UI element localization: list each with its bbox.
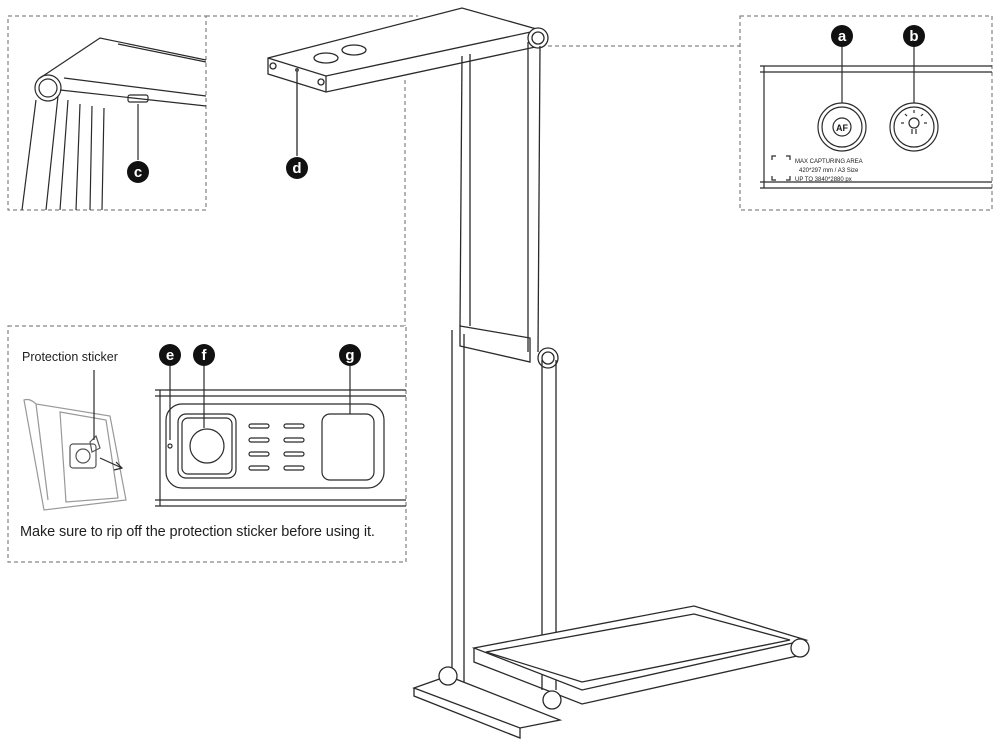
badge-g-circle bbox=[339, 344, 361, 366]
badge-b-circle bbox=[903, 25, 925, 47]
badge-e-circle bbox=[159, 344, 181, 366]
document-camera-stand bbox=[267, 7, 810, 739]
label-f: f bbox=[202, 347, 208, 364]
label-c: c bbox=[134, 164, 142, 181]
label-a: a bbox=[838, 28, 847, 45]
label-e: e bbox=[166, 347, 174, 364]
max-capturing-area-text: MAX CAPTURING AREA bbox=[795, 159, 863, 165]
caption-text: Make sure to rip off the protection stic… bbox=[20, 524, 375, 540]
detail-box-ab: AF MAX CAPTURING AREA 420*297 mm / A3 Si… bbox=[739, 15, 993, 211]
detail-box-c bbox=[7, 15, 207, 211]
badge-f-circle bbox=[193, 344, 215, 366]
label-g: g bbox=[345, 347, 354, 364]
badge-c-circle bbox=[127, 161, 149, 183]
af-icon-text: AF bbox=[836, 123, 848, 133]
resolution-text: UP TO 3840*2880 px bbox=[795, 177, 852, 183]
badge-d-circle bbox=[286, 157, 308, 179]
label-d: d bbox=[292, 160, 301, 177]
paper-size-text: 420*297 mm / A3 Size bbox=[799, 168, 859, 174]
detail-box-efg bbox=[7, 325, 407, 563]
protection-sticker-label: Protection sticker bbox=[22, 350, 118, 364]
label-b: b bbox=[909, 28, 918, 45]
badge-a-circle bbox=[831, 25, 853, 47]
